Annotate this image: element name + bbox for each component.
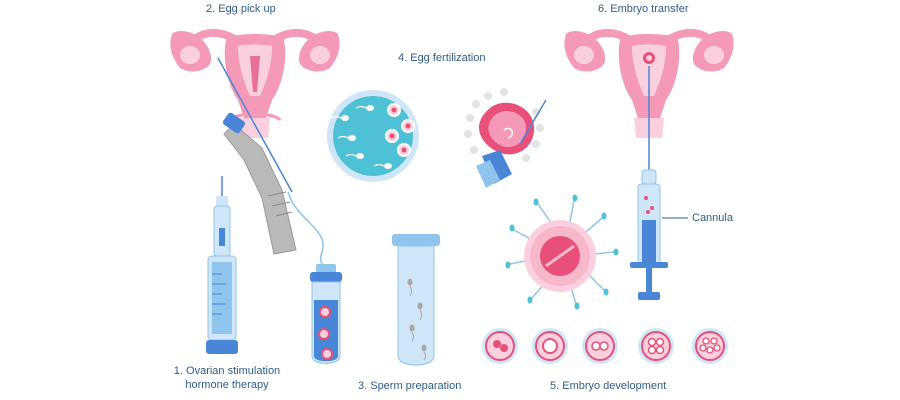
embryo-stage-icon [532, 328, 568, 364]
transvaginal-probe-icon [217, 57, 327, 271]
step-1-label: 1. Ovarian stimulation hormone therapy [162, 364, 292, 392]
uterus-embryo-transfer-icon [564, 28, 734, 172]
transfer-syringe-icon [630, 169, 688, 300]
collection-tube-icon [310, 264, 342, 364]
sperm-tube-icon [392, 234, 440, 366]
petri-dish-icon [327, 90, 419, 182]
step-4-label: 4. Egg fertilization [398, 52, 486, 64]
hormone-syringe-icon [206, 176, 238, 354]
fertilized-egg-icon [505, 194, 619, 310]
step-1-label-line2: hormone therapy [185, 379, 269, 391]
uterus-egg-pickup-icon [170, 28, 340, 138]
embryo-stages [482, 328, 728, 364]
step-2-label: 2. Egg pick up [206, 3, 276, 15]
step-3-label: 3. Sperm preparation [358, 380, 462, 392]
step-5-label: 5. Embryo development [550, 380, 667, 392]
icsi-injection-icon [464, 88, 547, 188]
step-1-label-line1: 1. Ovarian stimulation [173, 365, 281, 377]
embryo-stage-icon [482, 328, 518, 364]
cannula-label: Cannula [692, 212, 733, 224]
embryo-stage-icon [692, 328, 728, 364]
embryo-stage-icon [582, 328, 618, 364]
step-6-label: 6. Embryo transfer [598, 3, 689, 15]
embryo-stage-icon [638, 328, 674, 364]
